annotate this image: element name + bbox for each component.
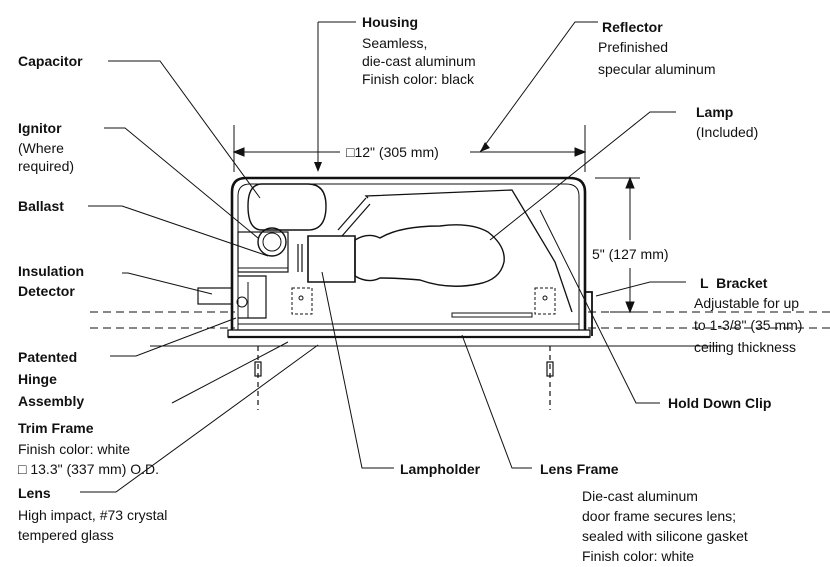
hinge-shape	[238, 275, 267, 319]
l-bracket-line3: ceiling thickness	[694, 339, 796, 355]
square-icon: □	[346, 144, 355, 160]
lens-frame-title: Lens Frame	[540, 461, 619, 477]
lens-frame	[451, 312, 533, 318]
insulation-detector-line2: Detector	[18, 283, 75, 299]
ignitor-line2: required)	[18, 158, 75, 174]
housing-line2: die-cast aluminum	[362, 53, 476, 69]
ignitor-line1: (Where	[18, 140, 64, 156]
insulation-detector-line1: Insulation	[18, 263, 85, 279]
l-bracket-title: L Bracket	[700, 275, 768, 291]
lens-title: Lens	[18, 485, 51, 501]
l-bracket-shape	[585, 291, 593, 336]
l-bracket-line2: to 1-3/8" (35 mm)	[694, 317, 803, 333]
width-value: 12" (305 mm)	[354, 144, 439, 160]
housing-line1: Seamless,	[362, 35, 428, 51]
trim-frame-title: Trim Frame	[18, 420, 94, 436]
ballast-shape	[237, 231, 289, 273]
width-dimension-label: □12" (305 mm)	[344, 143, 441, 161]
capacitor-title: Capacitor	[18, 53, 83, 69]
housing-line3: Finish color: black	[362, 71, 475, 87]
lens-frame-line2: door frame secures lens;	[582, 508, 737, 524]
lamp-line1: (Included)	[696, 124, 759, 140]
square-icon: □	[18, 461, 31, 477]
lamp-bulb	[354, 224, 505, 287]
lens-frame-line1: Die-cast aluminum	[582, 488, 698, 504]
leader-lines	[80, 21, 686, 493]
hinge-line1: Patented	[18, 349, 78, 365]
lampholder-shape	[307, 235, 356, 283]
clip-left	[291, 287, 313, 315]
lens-frame-line3: sealed with silicone gasket	[582, 528, 748, 544]
lampholder-title: Lampholder	[400, 461, 481, 477]
hold-down-clip-title: Hold Down Clip	[668, 395, 772, 411]
ballast-title: Ballast	[18, 198, 64, 214]
reflector-shape	[364, 189, 573, 313]
trim-frame-line1: Finish color: white	[18, 441, 131, 457]
capacitor-shape	[247, 183, 327, 231]
reflector-line2: specular aluminum	[598, 61, 716, 77]
housing-title: Housing	[362, 14, 418, 30]
lens-line1: High impact, #73 crystal	[18, 507, 168, 523]
lens-frame-line4: Finish color: white	[582, 548, 695, 564]
trim-frame-od: 13.3" (337 mm) O.D.	[30, 461, 160, 477]
reflector-line1: Prefinished	[598, 39, 669, 55]
ignitor-title: Ignitor	[18, 120, 62, 136]
height-value: 5" (127 mm)	[590, 245, 671, 263]
hinge-line2: Hinge	[18, 371, 57, 387]
insulation-detector-shape	[197, 287, 233, 305]
l-bracket-line1: Adjustable for up	[694, 295, 800, 311]
hinge-line3: Assembly	[18, 393, 85, 409]
ignitor-shape	[257, 227, 287, 257]
trim-frame-line2: □ 13.3" (337 mm) O.D.	[18, 460, 159, 478]
lens-line2: tempered glass	[18, 527, 114, 543]
width-dimension	[232, 125, 587, 172]
lamp-title: Lamp	[696, 104, 734, 120]
housing-shell	[230, 176, 587, 330]
mounting-screws	[254, 346, 554, 410]
reflector-title: Reflector	[602, 19, 663, 35]
clip-right	[534, 287, 556, 315]
height-dimension	[595, 176, 640, 314]
